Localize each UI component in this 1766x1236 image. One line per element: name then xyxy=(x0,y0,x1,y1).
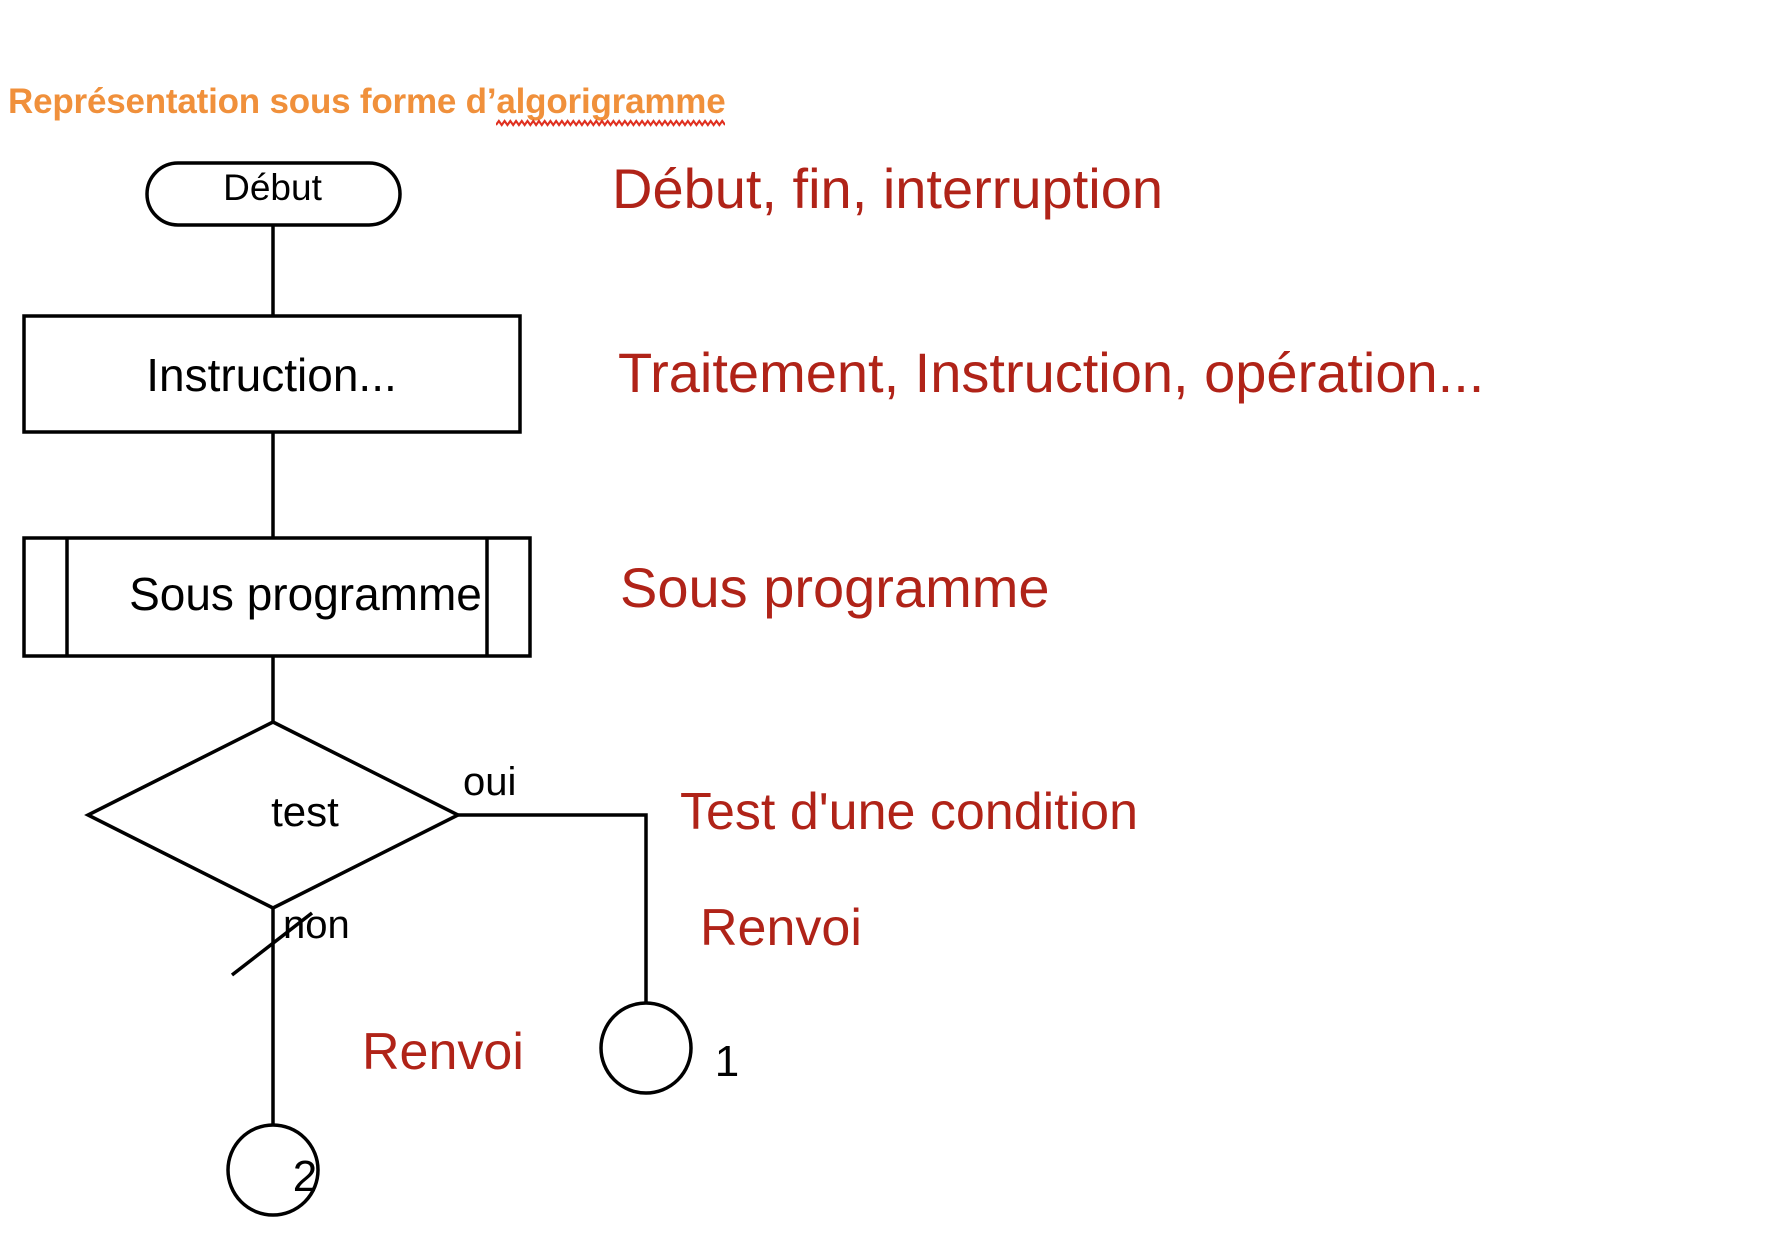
node-connector1-shape[interactable] xyxy=(599,1001,693,1095)
node-connector1-label: 1 xyxy=(714,1037,740,1086)
caption-connector2: Renvoi xyxy=(362,1023,524,1081)
node-connector2-shape[interactable] xyxy=(226,1123,320,1217)
page-title-prefix: Représentation sous forme d’ xyxy=(8,82,497,121)
edge-decision-no-tick-mark xyxy=(230,911,314,977)
caption-subroutine: Sous programme xyxy=(620,556,1050,619)
page-title: Représentation sous forme d’algorigramme xyxy=(8,82,726,127)
edge-decision-yes xyxy=(458,813,648,1003)
edge-label-no: non xyxy=(283,903,350,947)
node-subroutine-label: Sous programme xyxy=(129,568,482,620)
page-title-misspelled-text: algorigramme xyxy=(496,82,726,121)
caption-decision: Test d'une condition xyxy=(680,783,1139,841)
node-connector2-label: 2 xyxy=(292,1152,318,1201)
node-start-label: Début xyxy=(223,167,322,208)
node-process-label: Instruction... xyxy=(146,349,397,401)
page-title-misspelled-word: algorigramme xyxy=(496,82,726,127)
caption-terminator: Début, fin, interruption xyxy=(612,157,1163,220)
caption-process: Traitement, Instruction, opération... xyxy=(618,341,1485,404)
node-process-shape[interactable] xyxy=(22,314,522,434)
caption-connector1: Renvoi xyxy=(700,899,862,957)
node-decision-label: test xyxy=(271,788,339,835)
edge-label-yes: oui xyxy=(463,760,517,804)
node-subroutine-shape[interactable] xyxy=(22,536,532,658)
